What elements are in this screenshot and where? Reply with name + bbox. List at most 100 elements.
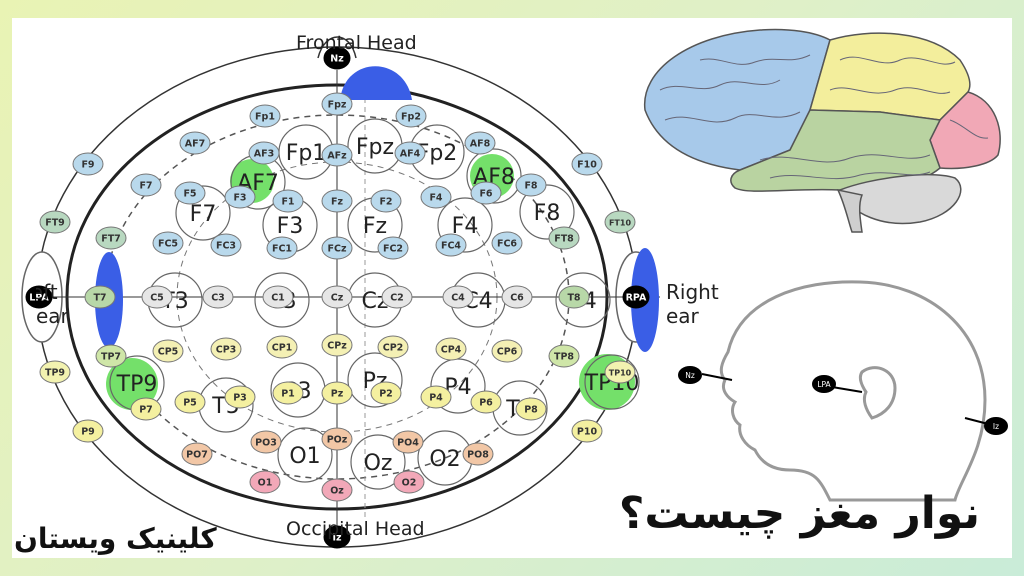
electrode-cp3 [210,337,242,361]
electrode-fc6 [491,231,523,255]
electrode-label-tp10: TP10 [609,369,632,378]
electrode-p8 [515,397,547,421]
electrode-t8 [558,285,590,309]
electrode-label-f8: F8 [524,181,537,192]
electrode-o1 [249,470,281,494]
electrode-f7 [130,173,162,197]
electrode-po8 [462,442,494,466]
electrode-pz [321,381,353,405]
electrode-f9 [72,152,104,176]
electrode-c4 [442,285,474,309]
electrode-f6 [470,181,502,205]
electrode-label-c2: C2 [390,293,404,304]
electrode-label-p9: P9 [81,427,95,438]
electrode-label-p3: P3 [233,393,247,404]
electrode-o2 [393,470,425,494]
large-ring-tp10 [584,354,640,410]
electrode-ft8 [548,226,580,250]
electrode-f5 [174,181,206,205]
electrode-label-pz: Pz [331,389,344,400]
nose-outline [317,36,357,59]
electrode-label-p4: P4 [429,393,443,404]
brain-lobes [644,28,1001,233]
electrode-label-po4: PO4 [397,438,419,449]
electrode-p3 [224,385,256,409]
electrode-afz [321,143,353,167]
electrode-label-cp3: CP3 [216,345,237,356]
electrode-label-fc3: FC3 [216,241,236,252]
electrode-label-ft8: FT8 [554,234,574,245]
electrode-oz [321,478,353,502]
electrode-lpa [25,285,53,309]
electrode-c1 [262,285,294,309]
electrode-label-p6: P6 [479,398,493,409]
electrode-label-cp4: CP4 [441,345,462,356]
electrode-label-f6: F6 [479,189,492,200]
occipital-lobe [929,91,1001,170]
electrode-label-af8: AF8 [470,139,491,150]
electrode-tp9 [39,360,71,384]
electrode-fc2 [377,236,409,260]
electrode-cpz [321,333,353,357]
large-ring-f8 [519,184,575,240]
electrode-label-c4: C4 [451,293,465,304]
electrode-label-p1: P1 [281,389,295,400]
electrode-cp1 [266,335,298,359]
electrode-label-af3: AF3 [254,149,274,160]
electrode-f10 [571,152,603,176]
electrode-fc5 [152,231,184,255]
electrode-label-c3: C3 [211,293,225,304]
electrode-label-cp5: CP5 [158,347,179,358]
occipital-head-label: Occipital Head [286,518,425,540]
electrode-label-f2: F2 [379,197,392,208]
electrode-tp10 [604,360,636,384]
electrode-label-tp8: TP8 [554,352,574,363]
electrode-label-f4: F4 [429,193,442,204]
temporal-lobe [730,109,942,192]
electrode-tp8 [548,344,580,368]
right-ear-label: Right ear [666,280,719,328]
large-ring-c3 [254,272,310,328]
electrode-label-f5: F5 [183,189,196,200]
large-label-tp9: TP9 [116,372,158,397]
electrode-label-fpz: Fpz [328,100,347,111]
electrode-label-fcz: FCz [328,244,347,255]
electrode-label-po7: PO7 [186,450,208,461]
large-label-o2: O2 [429,447,460,472]
electrode-label-f1: F1 [281,197,294,208]
electrode-af7 [179,131,211,155]
cerebellum [839,174,962,225]
electrode-f2 [370,189,402,213]
electrode-label-t7: T7 [93,293,106,304]
electrode-label-t8: T8 [567,293,580,304]
electrode-label-ft10: FT10 [609,219,631,228]
electrode-fc3 [210,233,242,257]
electrode-label-f7: F7 [139,181,152,192]
electrode-label-po3: PO3 [255,438,277,449]
electrode-f8 [515,173,547,197]
electrode-label-fc1: FC1 [272,244,292,255]
electrode-label-af4: AF4 [400,149,421,160]
electrode-af3 [248,141,280,165]
brain-folds [659,54,989,180]
large-label-fz: Fz [363,214,387,239]
electrode-tp7 [95,344,127,368]
large-label-f7: F7 [190,202,217,227]
left-ear-label: Left ear [36,280,69,328]
electrode-t7 [84,285,116,309]
electrode-label-cz: Cz [331,293,344,304]
electrode-label-fc4: FC4 [441,241,461,252]
electrode-poz [321,427,353,451]
electrode-label-cp2: CP2 [383,343,404,354]
electrode-ft7 [95,226,127,250]
side-marker-lpa [812,375,836,393]
electrode-fp1 [249,104,281,128]
electrode-label-f10: F10 [577,160,597,171]
frontal-head-label: Frontal Head [296,32,417,54]
electrode-label-p8: P8 [524,405,538,416]
electrode-label-f9: F9 [81,160,94,171]
electrode-c5 [141,285,173,309]
electrode-label-lpa: LPA [29,293,49,304]
electrode-label-cp6: CP6 [497,347,518,358]
